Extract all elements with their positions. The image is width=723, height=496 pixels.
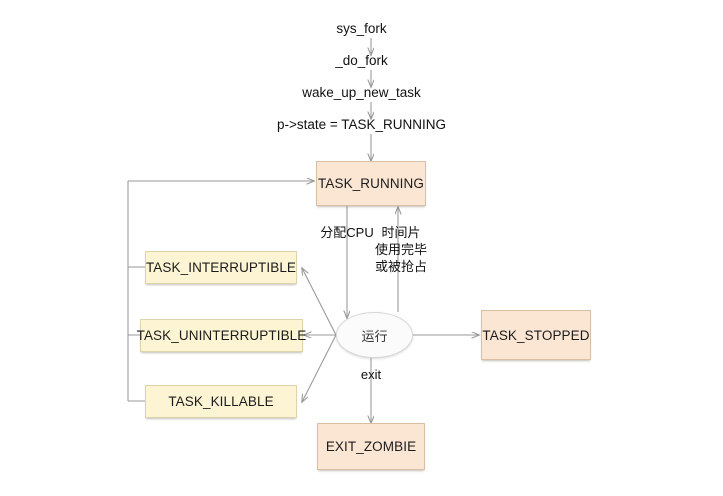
node-task-killable[interactable]: TASK_KILLABLE (145, 385, 297, 418)
edge-label-allocate-cpu: 分配CPU (320, 225, 374, 240)
edge-label-exit: exit (360, 367, 382, 382)
node-running-state[interactable]: 运行 (336, 312, 413, 358)
edge-label-timeslice: 时间片 使用完毕 或被抢占 (365, 224, 437, 275)
node-exit-zombie[interactable]: EXIT_ZOMBIE (317, 423, 425, 470)
edge-label-timeslice-line3: 或被抢占 (374, 259, 427, 274)
chain-label-p-state-assign: p->state = TASK_RUNNING (276, 117, 447, 132)
edge-label-timeslice-line2: 使用完毕 (374, 242, 427, 257)
edge-label-timeslice-line1: 时间片 (381, 225, 421, 240)
node-task-uninterruptible[interactable]: TASK_UNINTERRUPTIBLE (137, 319, 306, 352)
chain-label-wake-up-new-task: wake_up_new_task (302, 85, 421, 100)
node-task-interruptible[interactable]: TASK_INTERRUPTIBLE (145, 251, 297, 284)
chain-label-sys-fork: sys_fork (336, 21, 387, 36)
node-task-stopped[interactable]: TASK_STOPPED (481, 310, 591, 360)
chain-label-do-fork: _do_fork (335, 53, 388, 68)
node-task-running[interactable]: TASK_RUNNING (316, 161, 426, 206)
